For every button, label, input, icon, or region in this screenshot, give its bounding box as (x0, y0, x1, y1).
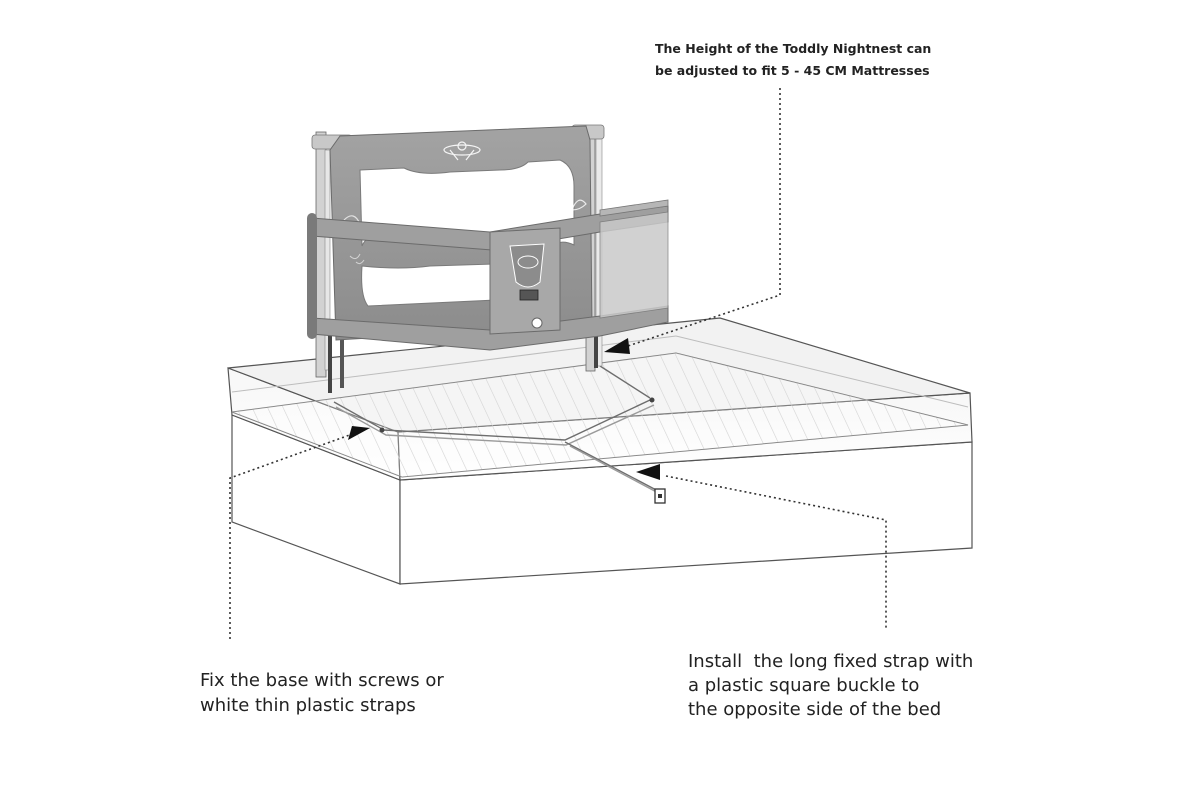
height-arrow (604, 338, 630, 354)
base-leader (229, 431, 359, 640)
straps (333, 365, 665, 497)
base-annotation: Fix the base with screws or white thin p… (200, 668, 444, 718)
adjust-knob (531, 317, 543, 329)
base-arrow (348, 426, 370, 440)
side-mesh-panel (599, 211, 669, 319)
strap-annotation-line-1: Install the long fixed strap with (688, 651, 974, 672)
base-annotation-line-2: white thin plastic straps (200, 695, 416, 716)
base-annotation-line-1: Fix the base with screws or (200, 670, 444, 691)
mattress (227, 317, 973, 585)
bed-rail (307, 124, 669, 393)
height-leader (621, 88, 781, 349)
strap-left-arm (333, 399, 651, 441)
leader-lines (229, 88, 887, 640)
mattress-hatched-surface (231, 352, 969, 478)
height-annotation-line-2: be adjusted to fit 5 - 45 CM Mattresses (655, 63, 930, 78)
strap-annotation: Install the long fixed strap with a plas… (688, 650, 973, 722)
strap-long-fixed (564, 441, 661, 493)
strap-annotation-line-2: a plastic square buckle to (688, 675, 920, 696)
left-pole (315, 131, 327, 378)
height-annotation: The Height of the Toddly Nightnest can b… (655, 38, 931, 82)
strap-arrow (636, 464, 660, 480)
height-annotation-line-1: The Height of the Toddly Nightnest can (655, 41, 932, 56)
strap-annotation-line-3: the opposite side of the bed (688, 699, 942, 720)
